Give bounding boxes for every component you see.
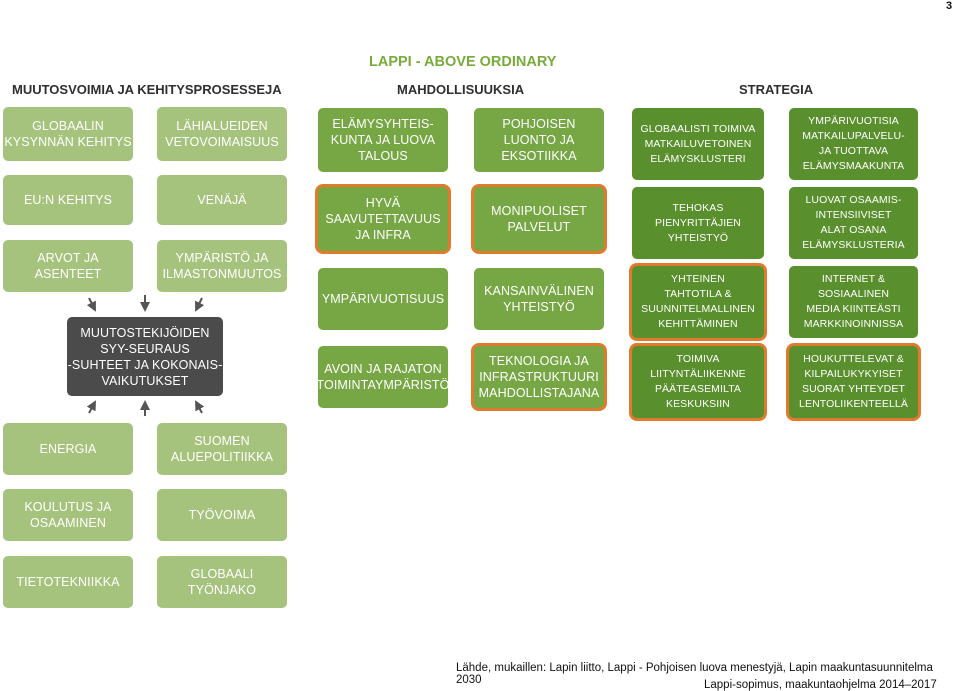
page-title: LAPPI - ABOVE ORDINARY	[369, 54, 557, 70]
strategy-competence: LUOVAT OSAAMIS- INTENSIIVISET ALAT OSANA…	[789, 187, 918, 259]
arrow-bottom-right	[195, 400, 205, 414]
opp-sustainability: YMPÄRIVUOTISUUS	[318, 268, 448, 330]
opp-accessibility: HYVÄ SAAVUTETTAVUUS JA INFRA	[318, 187, 448, 251]
driver-eu: EU:N KEHITYS	[3, 175, 133, 225]
strategy-common-will: YHTEINEN TAHTOTILA & SUUNNITELMALLINEN K…	[632, 266, 764, 338]
monitoring-box: MUUTOSTEKIJÖIDEN SYY-SEURAUS -SUHTEET JA…	[67, 317, 223, 396]
driver-energy: ENERGIA	[3, 423, 133, 475]
arrow-top-left	[86, 297, 96, 312]
opp-cooperation: KANSAINVÄLINEN YHTEISTYÖ	[474, 268, 604, 330]
arrow-top-right	[195, 297, 205, 312]
driver-arrows	[86, 295, 205, 416]
driver-global-division: GLOBAALI TYÖNJAKO	[157, 556, 287, 608]
strategy-flights: HOUKUTTELEVAT & KILPAILUKYKYISET SUORAT …	[789, 346, 918, 418]
opp-environment: AVOIN JA RAJATON TOIMINTAYMPÄRISTÖ	[317, 346, 449, 408]
opp-services: MONIPUOLISET PALVELUT	[474, 187, 604, 251]
source-line-1: Lähde, mukaillen: Lapin liitto, Lappi - …	[456, 662, 933, 686]
page-number: 3	[946, 0, 953, 12]
opp-technology: TEKNOLOGIA JA INFRASTRUKTUURI MAHDOLLIST…	[474, 346, 604, 408]
opp-experience: ELÄMYSYHTEIS- KUNTA JA LUOVA TALOUS	[318, 108, 448, 172]
driver-environment: YMPÄRISTÖ JA ILMASTONMUUTOS	[157, 240, 287, 292]
driver-education: KOULUTUS JA OSAAMINEN	[3, 489, 133, 541]
strategy-global-clusters: GLOBAALISTI TOIMIVA MATKAILUVETOINEN ELÄ…	[632, 108, 764, 180]
strategy-year-round: YMPÄRIVUOTISIA MATKAILUPALVELU- JA TUOTT…	[789, 108, 918, 180]
driver-regional-policy: SUOMEN ALUEPOLITIIKKA	[157, 423, 287, 475]
strategy-sme: TEHOKAS PIENYRITTÄJIEN YHTEISTYÖ	[632, 187, 764, 259]
driver-it: TIETOTEKNIIKKA	[3, 556, 133, 608]
strategy-internet: INTERNET & SOSIAALINEN MEDIA KIINTEÄSTI …	[789, 266, 918, 338]
driver-values: ARVOT JA ASENTEET	[3, 240, 133, 292]
header-strategy: STRATEGIA	[739, 82, 814, 97]
header-drivers: MUUTOSVOIMIA JA KEHITYSPROSESSEJA	[12, 82, 282, 97]
driver-labour: TYÖVOIMA	[157, 489, 287, 541]
driver-russia: VENÄJÄ	[157, 175, 287, 225]
source-line-2: Lappi-sopimus, maakuntaohjelma 2014–2017	[704, 679, 937, 691]
header-opportunities: MAHDOLLISUUKSIA	[397, 82, 525, 97]
strategy-terminals: TOIMIVA LIITYNTÄLIIKENNE PÄÄTEASEMILTA K…	[632, 346, 764, 418]
driver-global-demand: GLOBAALIN KYSYNNÄN KEHITYS	[3, 107, 133, 161]
arrow-bottom-left	[86, 400, 96, 414]
driver-neighbour-areas: LÄHIALUEIDEN VETOVOIMAISUUS	[157, 107, 287, 161]
opp-nature: POHJOISEN LUONTO JA EKSOTIIKKA	[474, 108, 604, 172]
